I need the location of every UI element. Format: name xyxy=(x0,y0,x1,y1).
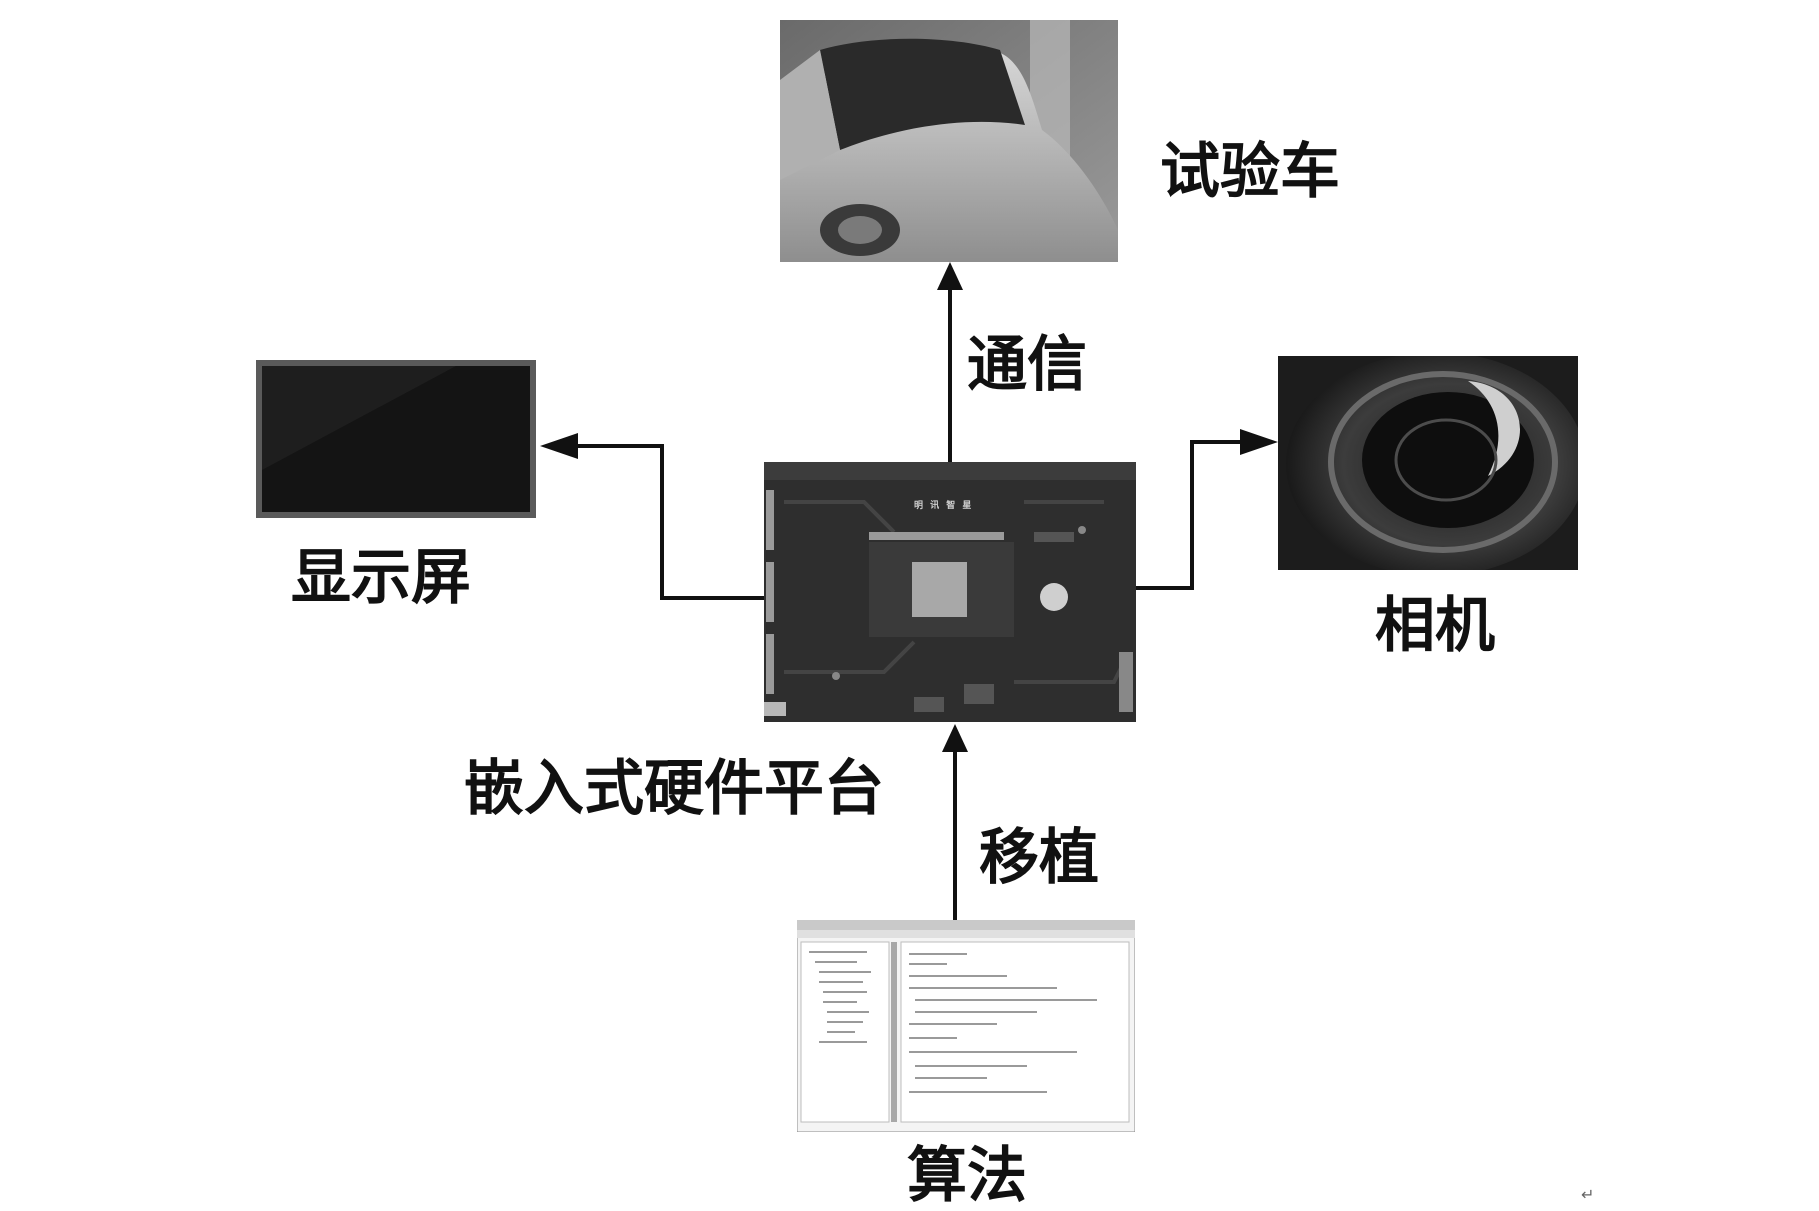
board-brand-text: 明 讯 智 星 xyxy=(914,501,974,511)
test-vehicle-label: 试验车 xyxy=(1160,137,1340,207)
return-mark-icon: ↵ xyxy=(1581,1185,1595,1204)
arrow-board-to-camera xyxy=(1135,440,1245,590)
arrowhead-camera xyxy=(1240,429,1278,455)
display-label: 显示屏 xyxy=(291,543,471,613)
test-vehicle-image xyxy=(780,20,1118,262)
arrow-board-to-display xyxy=(568,444,764,600)
arrowhead-board-bottom xyxy=(942,724,968,752)
algorithm-label: 算法 xyxy=(907,1141,1027,1211)
display-image xyxy=(256,360,536,518)
porting-label: 移植 xyxy=(979,823,1099,893)
arrowhead-display xyxy=(540,433,578,459)
communication-label: 通信 xyxy=(967,330,1087,400)
camera-label: 相机 xyxy=(1375,591,1495,661)
embedded-platform-label: 嵌入式硬件平台 xyxy=(464,754,884,824)
embedded-board-image: 明 讯 智 星 xyxy=(764,462,1136,722)
camera-image xyxy=(1278,352,1586,576)
arrowhead-vehicle xyxy=(937,262,963,290)
algorithm-image xyxy=(796,919,1136,1133)
